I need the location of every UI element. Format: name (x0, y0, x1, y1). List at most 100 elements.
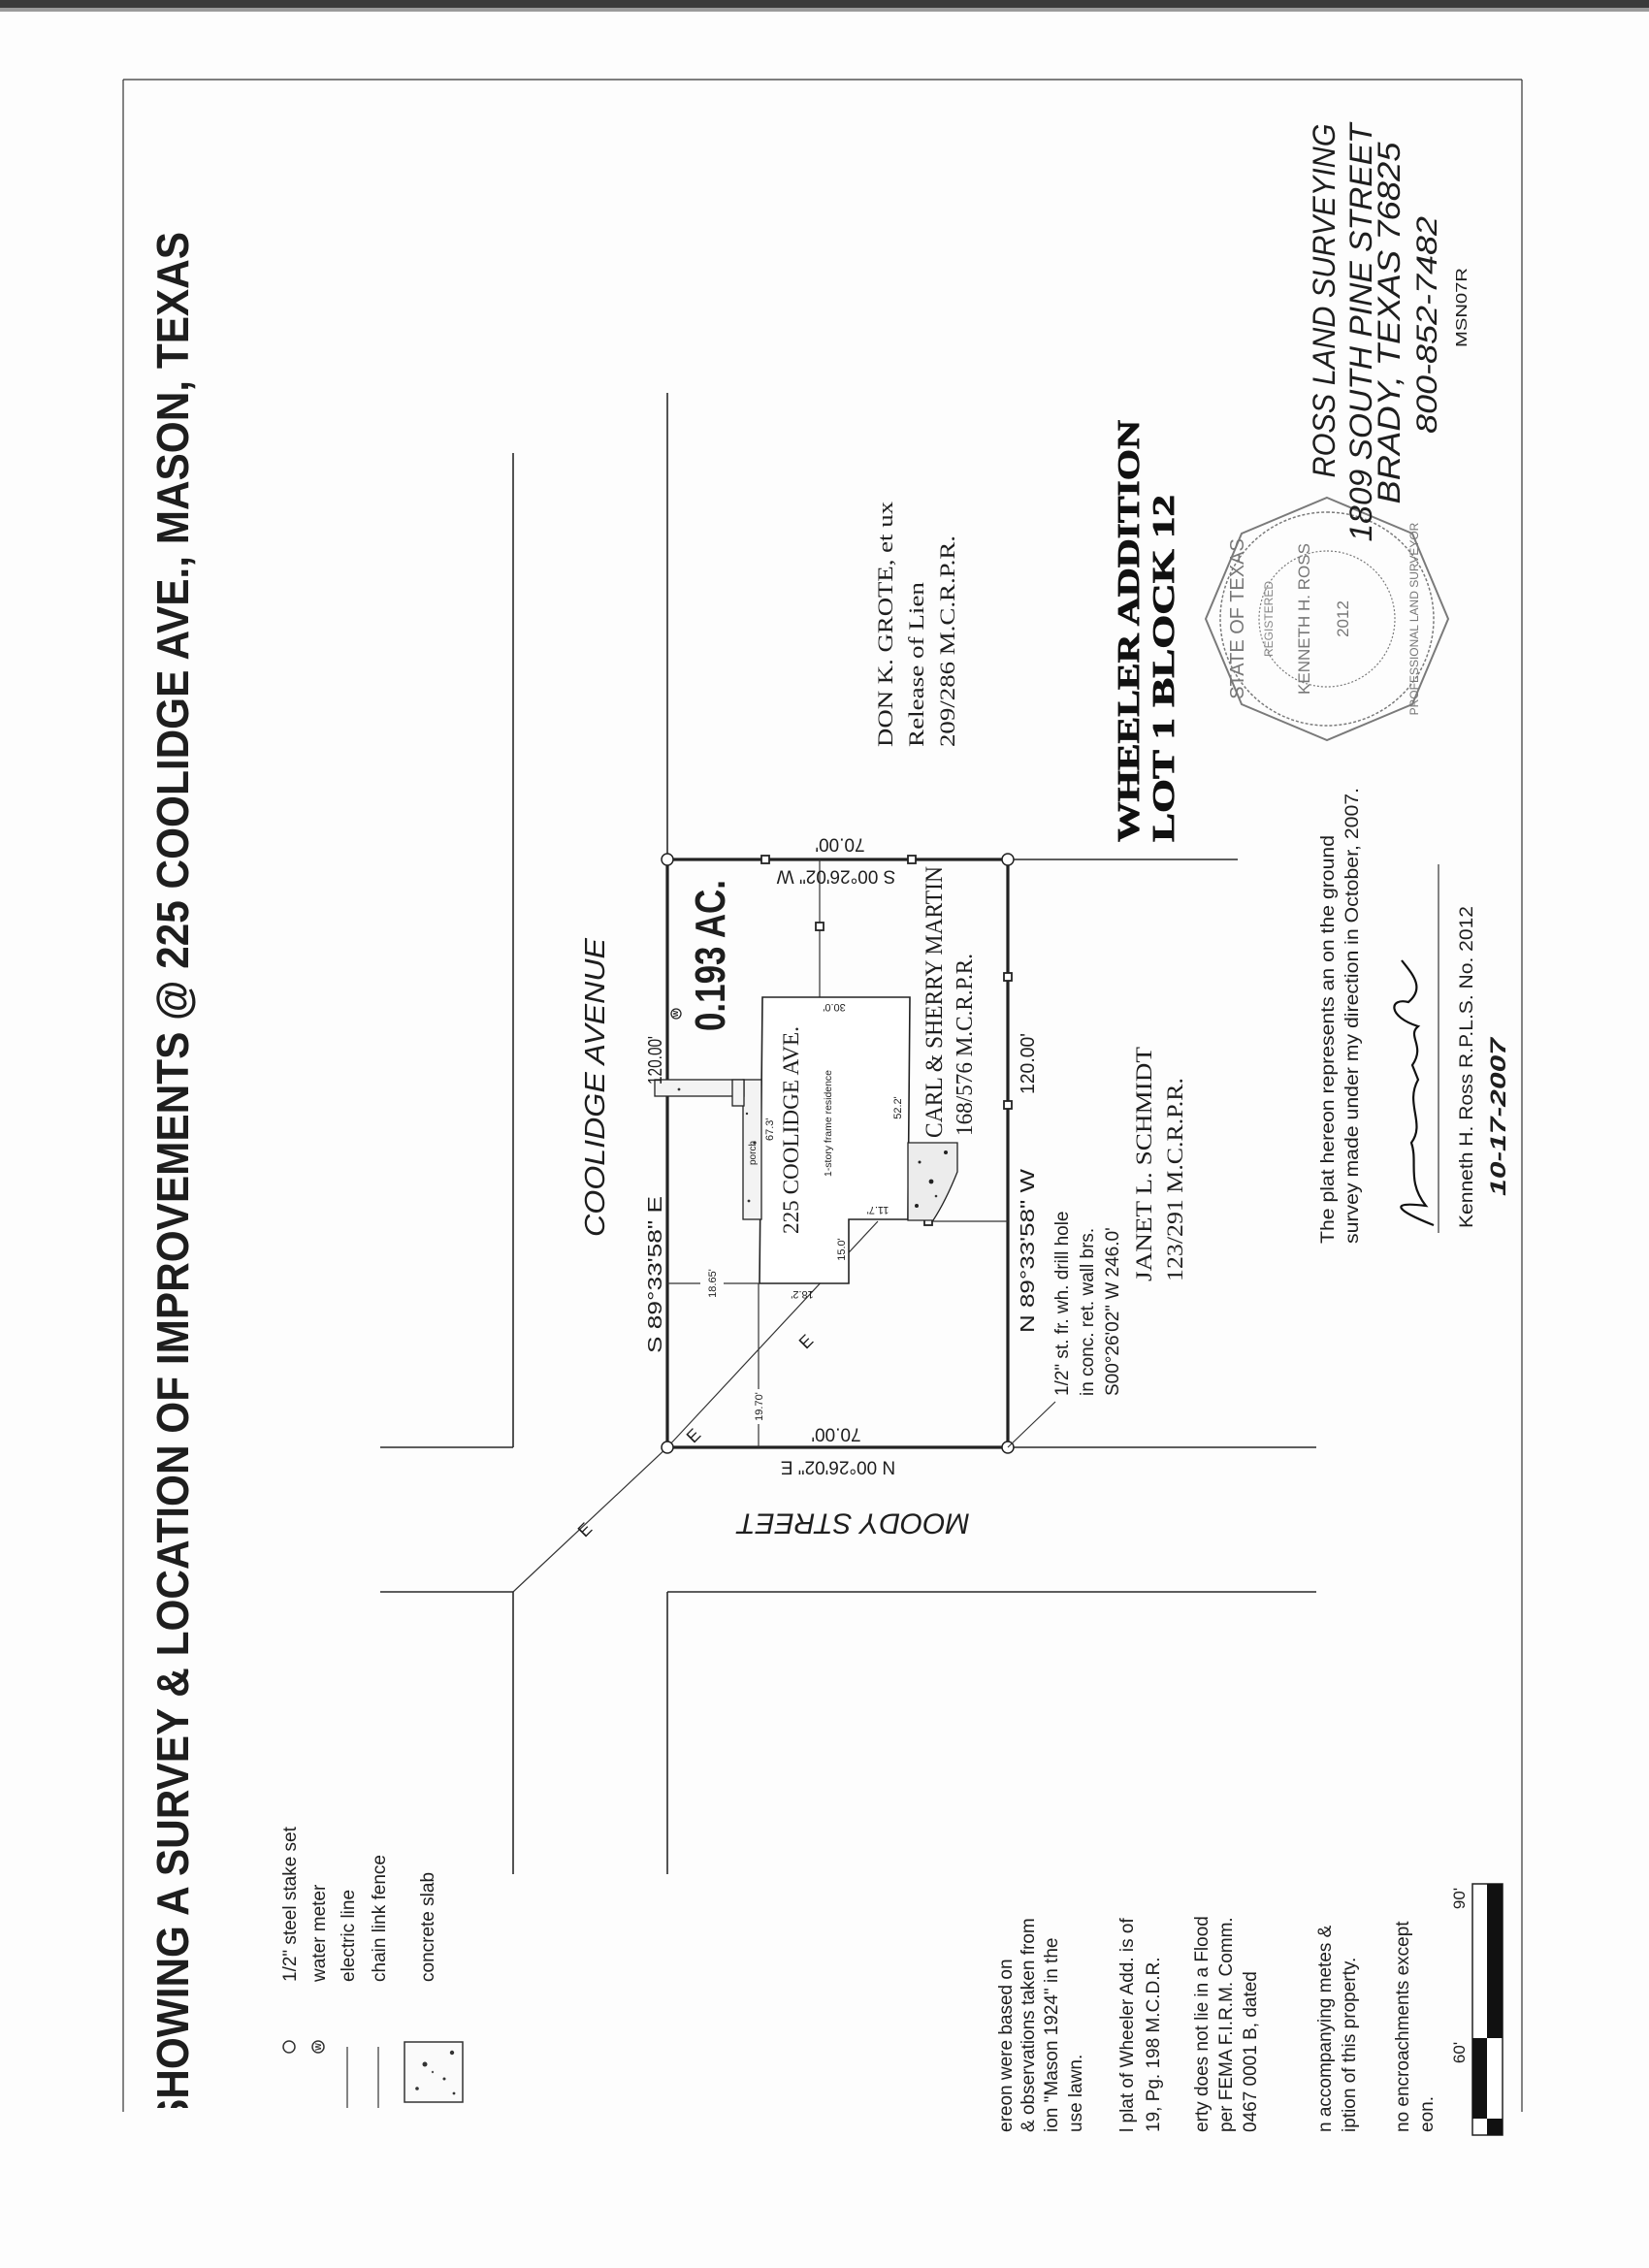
street-name-moody: MOODY STREET (735, 1507, 970, 1539)
fence-post-icon (907, 855, 917, 864)
electric-line-label: E (795, 1331, 818, 1353)
seal-text: PROFESSIONAL LAND SURVEYOR (1407, 522, 1421, 715)
drill-hole-note: 1/2" st. fr. wh. drill hole (1052, 1212, 1073, 1397)
porch-slab (654, 1079, 762, 1220)
dimension-label: 18.65' (707, 1269, 719, 1298)
survey-notes: ereon were based on & observations taken… (996, 1916, 1438, 2132)
seal-text: KENNETH H. ROSS (1295, 543, 1313, 695)
lot-block: LOT 1 BLOCK 12 (1146, 495, 1180, 842)
street-lines (380, 393, 1316, 1874)
note-line: n accompanying metes & (1315, 1925, 1336, 2132)
concrete-slab (907, 1142, 958, 1221)
scale-segment (1487, 2119, 1503, 2135)
scale-label-60: 60' (1450, 2042, 1469, 2063)
south-distance: 120.00' (1018, 1033, 1039, 1094)
company-block: ROSS LAND SURVEYING 1809 SOUTH PINE STRE… (1307, 121, 1471, 542)
legend: W 1/2" steel stake set water meter elect… (280, 1826, 464, 2108)
note-line: 0467 0001 B, dated (1241, 1971, 1261, 2132)
scale-segment (1472, 2038, 1487, 2119)
surveyor-seal: STATE OF TEXAS REGISTERED KENNETH H. ROS… (1204, 496, 1450, 742)
steel-stake-circle-icon (661, 1441, 674, 1454)
surveyor-signature (1393, 959, 1435, 1227)
note-line: use lawn. (1066, 2055, 1086, 2132)
company-phone: 800-852-7482 (1411, 216, 1443, 434)
signature-date: 10-17-2007 (1486, 1035, 1510, 1196)
seal-text: 2012 (1334, 600, 1352, 637)
fence-post-icon (815, 922, 824, 931)
note-line: l plat of Wheeler Add. is of (1117, 1918, 1138, 2132)
adjoiner-east-deed: 209/286 M.C.R.P.R. (935, 535, 959, 747)
surveyor-name: Kenneth H. Ross R.P.L.S. No. 2012 (1457, 906, 1477, 1228)
lot-boundary (665, 858, 1010, 1449)
fence-post-icon (760, 855, 770, 864)
north-bearing: S 89°33'58" E (645, 1196, 666, 1353)
certification-text: The plat hereon represents an on the gro… (1318, 835, 1339, 1244)
company-street: 1809 SOUTH PINE STREET (1343, 121, 1378, 542)
note-line: 19, Pg. 198 M.C.D.R. (1144, 1957, 1164, 2132)
fence-post-icon (1003, 972, 1013, 982)
water-meter-icon: W (311, 2040, 325, 2054)
scale-label-90: 90' (1450, 1888, 1469, 1909)
water-meter-icon: W (670, 1008, 682, 1020)
company-code: MSN07R (1454, 268, 1471, 347)
plat-landscape: SHOWING A SURVEY & LOCATION OF IMPROVEME… (122, 79, 1523, 2136)
west-bearing: N 00°26'02" E (781, 1457, 895, 1477)
svg-text:W: W (314, 2043, 323, 2051)
house-address: 225 COOLIDGE AVE. (779, 1026, 803, 1234)
scale-segment (1487, 1884, 1503, 2038)
subdivision-name: WHEELER ADDITION (1111, 420, 1146, 842)
note-line: no encroachments except (1393, 1921, 1413, 2132)
legend-label: chain link fence (370, 1855, 390, 1982)
scan-edge-shadow (0, 8, 1649, 12)
scale-bar: 60' 90' (1450, 1883, 1504, 2136)
electric-line-label: E (574, 1519, 597, 1541)
note-line: ion "Mason 1924" in the (1042, 1938, 1062, 2132)
callout-leader (1007, 1401, 1056, 1448)
owner-name: CARL & SHERRY MARTIN (922, 866, 948, 1138)
company-city: BRADY, TEXAS 76825 (1372, 142, 1406, 503)
owner-deed: 168/576 M.C.R.P.R. (953, 954, 978, 1136)
steel-stake-circle-icon (661, 853, 674, 866)
legend-label: concrete slab (418, 1872, 438, 1982)
dimension-label: 19.70' (754, 1392, 765, 1421)
adjoiner-south-name: JANET L. SCHMIDT (1132, 1047, 1156, 1281)
note-line: eon. (1417, 2096, 1438, 2132)
company-name: ROSS LAND SURVEYING (1307, 124, 1342, 478)
chain-link-fence (760, 855, 1013, 1226)
note-line: & observations taken from (1018, 1918, 1039, 2132)
south-bearing: N 89°33'58" W (1018, 1169, 1039, 1333)
drill-hole-note: in conc. ret. wall brs. (1078, 1228, 1098, 1396)
page-title: SHOWING A SURVEY & LOCATION OF IMPROVEME… (147, 232, 198, 2126)
legend-label: electric line (339, 1890, 359, 1982)
adjoiner-east-note: Release of Lien (904, 582, 928, 747)
dimension-label: 52.2' (892, 1096, 904, 1119)
lot-area: 0.193 AC. (687, 880, 734, 1031)
dimension-label: 18.2' (791, 1288, 814, 1300)
steel-stake-circle-icon (1001, 853, 1015, 866)
legend-label: water meter (309, 1884, 330, 1983)
note-line: ereon were based on (996, 1959, 1017, 2132)
note-line: per FEMA F.I.R.M. Comm. (1216, 1917, 1237, 2132)
concrete-slab-icon (404, 2041, 464, 2103)
certification-text: survey made under my direction in Octobe… (1342, 788, 1363, 1244)
porch-label: porch (748, 1141, 759, 1165)
dimension-label: 15.0' (836, 1238, 848, 1261)
seal-text: STATE OF TEXAS (1227, 538, 1248, 699)
north-distance: 120.00' (645, 1036, 666, 1085)
dimension-label: 30.0' (823, 1001, 846, 1013)
note-line: erty does not lie in a Flood (1192, 1916, 1212, 2132)
adjoiner-south-deed: 123/291 M.C.R.P.R. (1163, 1078, 1187, 1281)
seal-text: REGISTERED (1262, 581, 1276, 657)
drill-hole-note: S00°26'02" W 246.0' (1103, 1227, 1123, 1396)
svg-text:W: W (673, 1010, 680, 1017)
east-distance: 70.00' (815, 834, 864, 855)
street-name-coolidge: COOLIDGE AVENUE (580, 937, 611, 1237)
corner-stakes (661, 853, 1015, 1454)
fence-post-icon (1003, 1100, 1013, 1110)
note-line: iption of this property. (1340, 1958, 1360, 2132)
dimension-label: 67.3' (764, 1118, 776, 1141)
scan-edge (0, 0, 1649, 8)
legend-label: 1/2" steel stake set (280, 1826, 301, 1982)
adjoiner-east-name: DON K. GROTE, et ux (873, 502, 897, 747)
